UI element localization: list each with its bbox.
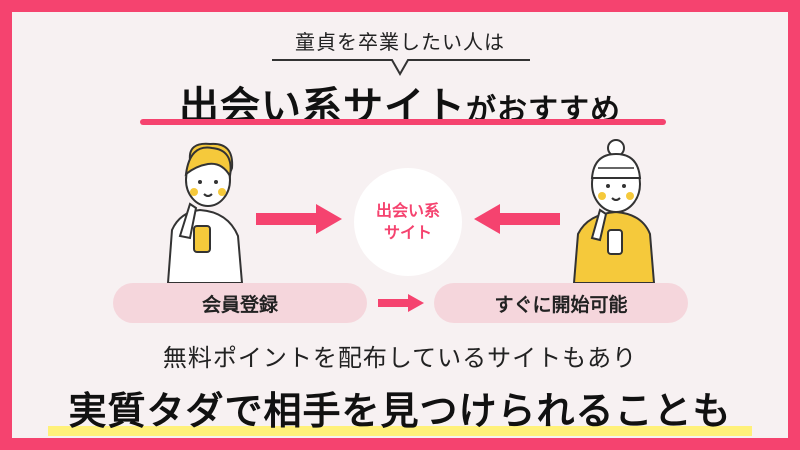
subtitle: 童貞を卒業したい人は bbox=[295, 30, 505, 54]
arrow-left-icon bbox=[474, 204, 560, 234]
center-circle: 出会い系 サイト bbox=[354, 168, 462, 276]
caption: 無料ポイントを配布しているサイトもあり bbox=[162, 344, 638, 372]
center-line1: 出会い系 bbox=[375, 201, 440, 220]
step-arrow-icon bbox=[378, 294, 424, 312]
big-text-label: 実質タダで相手を見つけられることも bbox=[68, 389, 732, 433]
speech-line bbox=[272, 59, 530, 77]
center-line2: サイト bbox=[383, 223, 432, 242]
woman-illustration bbox=[572, 139, 656, 283]
man-illustration bbox=[166, 142, 244, 283]
headline-underline bbox=[140, 119, 666, 125]
step-register: 会員登録 bbox=[113, 283, 367, 323]
big-text: 実質タダで相手を見つけられることも bbox=[0, 380, 800, 435]
big-text-highlight bbox=[48, 426, 752, 436]
arrow-right-icon bbox=[256, 204, 342, 234]
step-start: すぐに開始可能 bbox=[434, 283, 688, 323]
